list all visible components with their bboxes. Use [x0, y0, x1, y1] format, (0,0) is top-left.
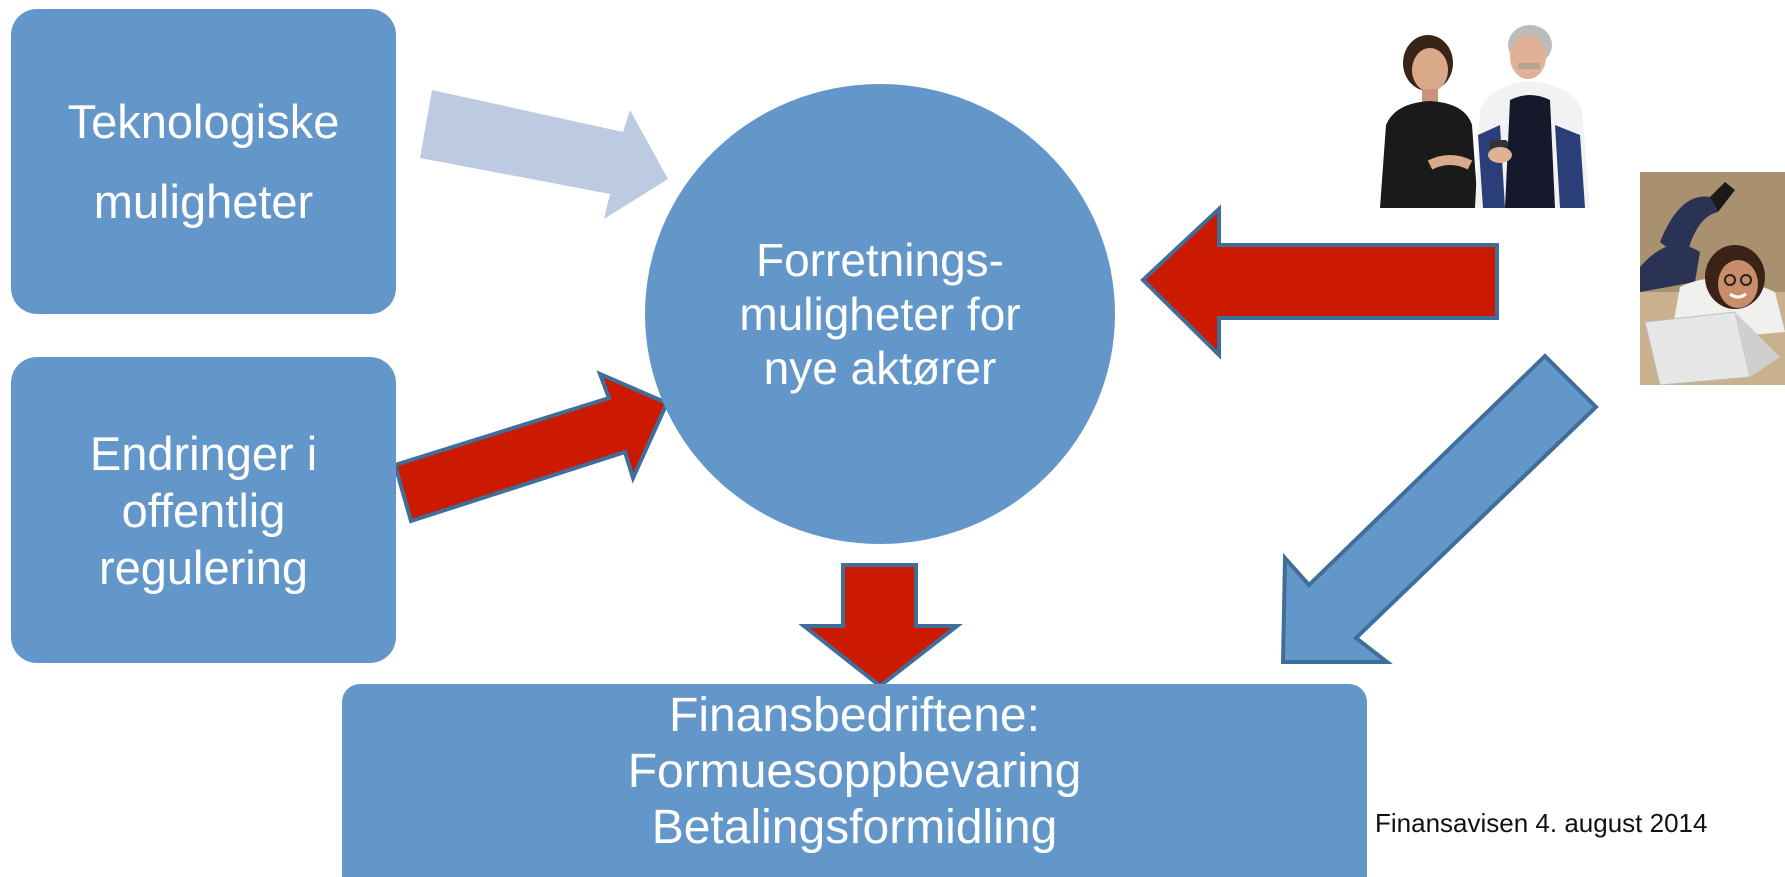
node-tech-line-1: Teknologiske: [67, 94, 340, 148]
node-financial-companies: Finansbedriftene: Formuesoppbevaring Bet…: [342, 684, 1367, 877]
arrow-consumers-to-finance: [1280, 353, 1599, 664]
node-reg-line-1: Endringer i: [89, 426, 318, 480]
node-technological-opportunities: Teknologiske muligheter: [11, 9, 396, 314]
arrow-center-to-finance: [798, 563, 963, 689]
node-fin-line-2: Formuesoppbevaring: [627, 745, 1082, 798]
node-business-opportunities: Forretnings- muligheter for nye aktører: [645, 84, 1115, 544]
node-reg-line-2: offentlig: [121, 483, 286, 537]
node-fin-line-3: Betalingsformidling: [651, 801, 1058, 854]
arrow-regulation-to-center: [392, 370, 670, 524]
couple-looking-at-phone-photo: [1350, 15, 1603, 208]
arrow-consumers-to-center: [1140, 204, 1499, 360]
node-fin-line-1: Finansbedriftene:: [669, 689, 1040, 742]
node-tech-line-2: muligheter: [93, 174, 314, 228]
source-caption: Finansavisen 4. august 2014: [1375, 808, 1708, 838]
node-center-line-2: muligheter for: [739, 288, 1021, 340]
girl-with-laptop-photo: [1640, 172, 1785, 385]
node-center-line-3: nye aktører: [763, 342, 997, 394]
arrow-tech-to-center: [420, 90, 668, 219]
node-reg-line-3: regulering: [98, 540, 308, 594]
node-regulation-changes: Endringer i offentlig regulering: [11, 357, 396, 663]
node-center-line-1: Forretnings-: [756, 234, 1004, 286]
